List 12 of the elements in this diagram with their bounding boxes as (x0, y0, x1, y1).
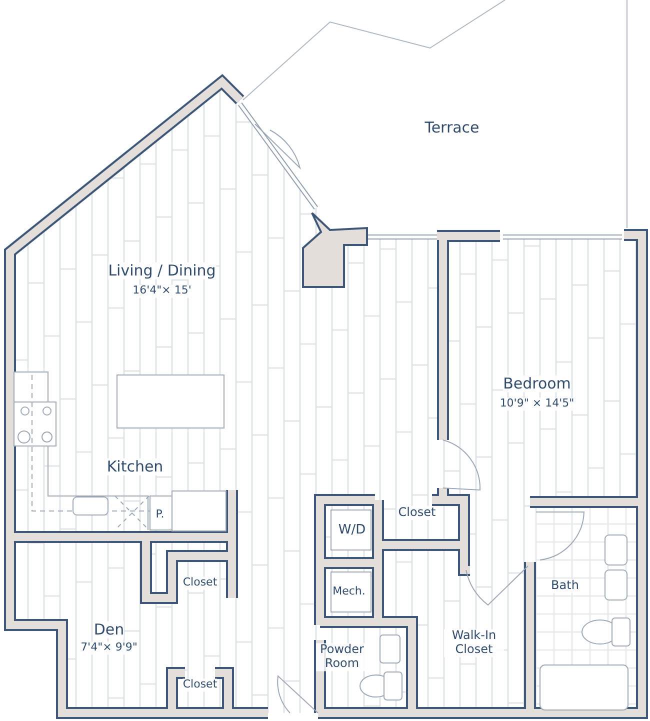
room-label: Closet (182, 576, 218, 590)
room-label: Closet (398, 506, 436, 520)
room-label: Closet (182, 678, 218, 692)
room-dimensions: 16'4"× 15' (132, 284, 192, 298)
room-dimensions: 7'4"× 9'9" (80, 642, 138, 654)
room-label: Bath (551, 579, 579, 593)
room-label: Bedroom (503, 375, 571, 393)
room-dimensions: 10'9" × 14'5" (500, 398, 574, 410)
room-label: Kitchen (106, 458, 164, 476)
room-label: Den (94, 621, 124, 639)
room-label: Living / Dining (108, 262, 216, 280)
room-label: Walk-In Closet (444, 629, 504, 657)
